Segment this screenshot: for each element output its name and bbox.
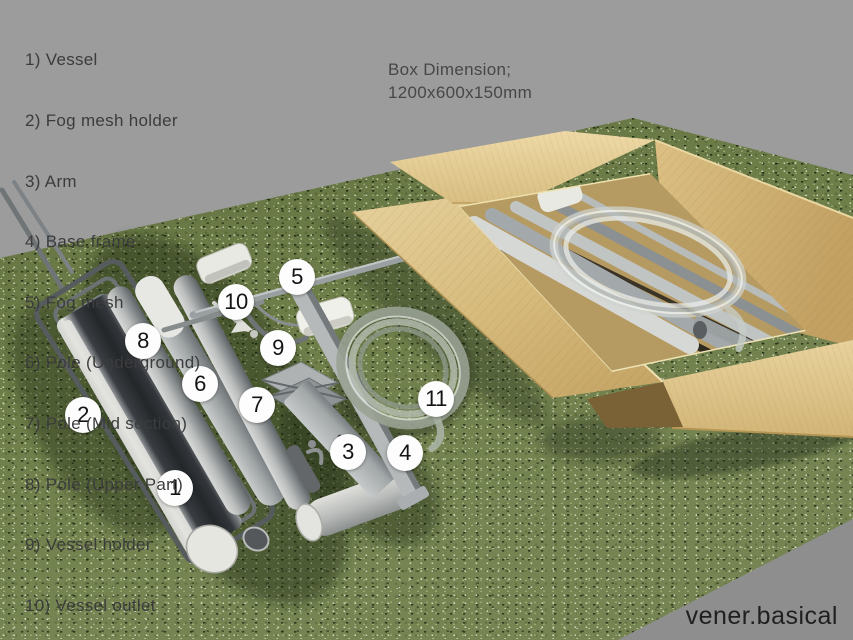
parts-list-item: 3) Arm bbox=[25, 171, 77, 191]
parts-list-item: 7) Pole (Mid section) bbox=[25, 414, 188, 434]
part-badge-3: 3 bbox=[330, 434, 366, 470]
parts-list-item: 10) Vessel outlet bbox=[25, 595, 156, 615]
box-dimension-value: 1200x600x150mm bbox=[388, 83, 533, 102]
part-badge-7: 7 bbox=[239, 387, 275, 423]
part-badge-8: 8 bbox=[125, 323, 161, 359]
part-badge-4: 4 bbox=[387, 435, 423, 471]
part-badge-1: 1 bbox=[157, 470, 193, 506]
part-badge-10: 10 bbox=[218, 284, 254, 320]
part-badge-5: 5 bbox=[279, 259, 315, 295]
parts-list-item: 4) Base frame bbox=[25, 232, 136, 252]
box-dimension-note: Box Dimension; 1200x600x150mm bbox=[388, 58, 532, 104]
parts-list-item: 1) Vessel bbox=[25, 50, 98, 70]
parts-list-item: 2) Fog mesh holder bbox=[25, 111, 178, 131]
box-dimension-label: Box Dimension; bbox=[388, 60, 512, 79]
parts-list-item: 8) Pole (Upper Part) bbox=[25, 474, 184, 494]
parts-list-item: 6) Pole (Underground) bbox=[25, 353, 201, 373]
parts-list-item: 5) Fog mesh bbox=[25, 292, 124, 312]
part-badge-9: 9 bbox=[260, 330, 296, 366]
part-badge-11: 11 bbox=[418, 381, 454, 417]
part-badge-2: 2 bbox=[65, 397, 101, 433]
part-badge-6: 6 bbox=[182, 366, 218, 402]
parts-list: 1) Vessel 2) Fog mesh holder 3) Arm 4) B… bbox=[25, 10, 200, 640]
parts-list-item: 9) Vessel holder bbox=[25, 535, 152, 555]
brand-watermark: vener.basical bbox=[685, 602, 838, 630]
